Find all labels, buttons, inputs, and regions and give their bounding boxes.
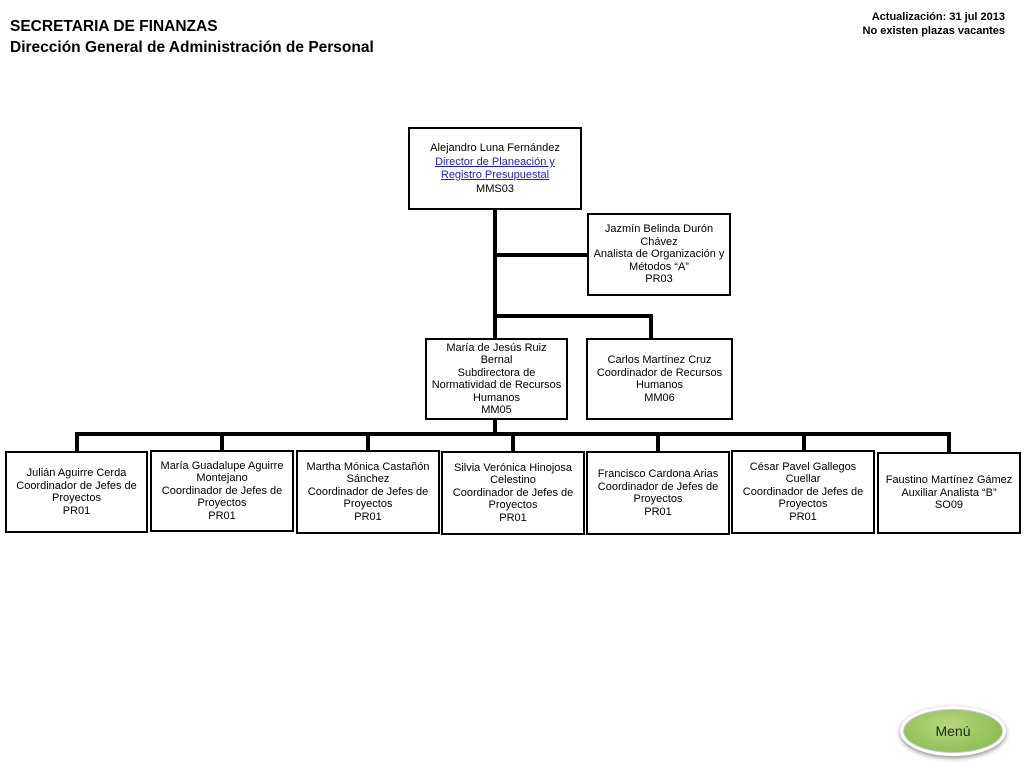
bottom-box-3: Martha Mónica Castañón Sánchez Coordinad… bbox=[296, 450, 440, 534]
director-code: MMS03 bbox=[476, 183, 514, 195]
bottom-6-line-1: César Pavel Gallegos bbox=[749, 460, 857, 473]
bottom-box-7: Faustino Martínez Gámez Auxiliar Analist… bbox=[877, 452, 1021, 534]
bottom-2-line-4: Proyectos bbox=[197, 497, 247, 510]
coordinator-line-2: Coordinador de Recursos bbox=[596, 366, 723, 379]
org-title: SECRETARIA DE FINANZAS bbox=[10, 18, 218, 35]
subdirector-line-1: María de Jesús Ruiz bbox=[446, 341, 547, 354]
subdirector-line-5: Humanos bbox=[472, 391, 521, 404]
bottom-3-line-5: PR01 bbox=[354, 510, 382, 523]
menu-button[interactable]: Menú bbox=[900, 706, 1006, 756]
vacancy-note: No existen plazas vacantes bbox=[862, 25, 1005, 37]
bottom-5-line-4: PR01 bbox=[644, 505, 672, 518]
director-title-line-1: Director de Planeación y bbox=[435, 156, 555, 168]
bottom-2-line-2: Montejano bbox=[196, 472, 248, 485]
bottom-box-2: María Guadalupe Aguirre Montejano Coordi… bbox=[150, 450, 294, 532]
bottom-6-line-2: Cuellar bbox=[785, 473, 821, 486]
director-box: Alejandro Luna Fernández Director de Pla… bbox=[408, 127, 582, 210]
director-title-link[interactable]: Director de Planeación y Registro Presup… bbox=[435, 156, 555, 181]
director-title-line-2: Registro Presupuestal bbox=[440, 168, 550, 181]
bottom-1-line-2: Coordinador de Jefes de bbox=[16, 479, 137, 492]
coordinator-line-4: MM06 bbox=[644, 391, 675, 404]
bottom-5-line-3: Proyectos bbox=[633, 493, 683, 505]
subdirector-line-2: Bernal bbox=[480, 354, 513, 366]
coordinator-box: Carlos Martínez Cruz Coordinador de Recu… bbox=[586, 338, 733, 420]
bottom-2-line-3: Coordinador de Jefes de bbox=[161, 484, 283, 497]
bottom-2-line-5: PR01 bbox=[208, 509, 236, 522]
subdirector-line-6: MM05 bbox=[481, 404, 512, 416]
bottom-4-line-1: Silvia Verónica Hinojosa bbox=[453, 461, 572, 474]
bottom-4-line-2: Celestino bbox=[490, 474, 536, 487]
bottom-box-1: Julián Aguirre Cerda Coordinador de Jefe… bbox=[5, 451, 148, 533]
bottom-box-4: Silvia Verónica Hinojosa Celestino Coord… bbox=[441, 451, 585, 535]
staff-line-3: Analista de Organización y bbox=[593, 248, 725, 261]
subdirector-line-3: Subdirectora de bbox=[457, 366, 536, 379]
staff-line-5: PR03 bbox=[645, 273, 673, 286]
staff-line-2: Chávez bbox=[640, 235, 678, 248]
bottom-5-line-1: Francisco Cardona Arias bbox=[597, 468, 719, 480]
bottom-1-line-3: Proyectos bbox=[52, 492, 101, 504]
bottom-box-5: Francisco Cardona Arias Coordinador de J… bbox=[586, 451, 730, 535]
bottom-6-line-3: Coordinador de Jefes de bbox=[742, 485, 864, 498]
bottom-3-line-4: Proyectos bbox=[343, 498, 393, 511]
dept-title: Dirección General de Administración de P… bbox=[10, 39, 374, 56]
bottom-3-line-1: Martha Mónica Castañón bbox=[306, 460, 430, 473]
coordinator-line-3: Humanos bbox=[635, 379, 684, 391]
bottom-1-line-1: Julián Aguirre Cerda bbox=[26, 467, 127, 479]
bottom-2-line-1: María Guadalupe Aguirre bbox=[160, 459, 284, 472]
bottom-5-line-2: Coordinador de Jefes de bbox=[597, 480, 719, 493]
staff-box: Jazmín Belinda Durón Chávez Analista de … bbox=[587, 213, 731, 296]
staff-line-1: Jazmín Belinda Durón bbox=[604, 223, 714, 236]
bottom-1-line-4: PR01 bbox=[62, 504, 91, 517]
bottom-4-line-3: Coordinador de Jefes de bbox=[452, 486, 574, 499]
director-name: Alejandro Luna Fernández bbox=[430, 141, 560, 154]
bottom-6-line-5: PR01 bbox=[789, 510, 817, 523]
bottom-4-line-4: Proyectos bbox=[488, 499, 538, 512]
bottom-3-line-3: Coordinador de Jefes de bbox=[307, 485, 429, 498]
update-date: Actualización: 31 jul 2013 bbox=[871, 11, 1005, 23]
coordinator-line-1: Carlos Martínez Cruz bbox=[607, 354, 712, 366]
subdirector-box: María de Jesús Ruiz Bernal Subdirectora … bbox=[425, 338, 568, 420]
bottom-7-line-1: Faustino Martínez Gámez bbox=[885, 474, 1013, 487]
bottom-6-line-4: Proyectos bbox=[778, 498, 828, 511]
bottom-box-6: César Pavel Gallegos Cuellar Coordinador… bbox=[731, 450, 875, 534]
bottom-4-line-5: PR01 bbox=[499, 511, 527, 524]
staff-line-4: Métodos “A” bbox=[629, 260, 689, 273]
menu-label: Menú bbox=[935, 723, 971, 739]
bottom-7-line-3: SO09 bbox=[934, 499, 964, 512]
subdirector-line-4: Normatividad de Recursos bbox=[431, 379, 562, 391]
bottom-3-line-2: Sánchez bbox=[346, 473, 390, 486]
update-note: Actualización: 31 jul 2013 No existen pl… bbox=[863, 10, 1005, 38]
bottom-7-line-2: Auxiliar Analista “B” bbox=[901, 486, 997, 499]
